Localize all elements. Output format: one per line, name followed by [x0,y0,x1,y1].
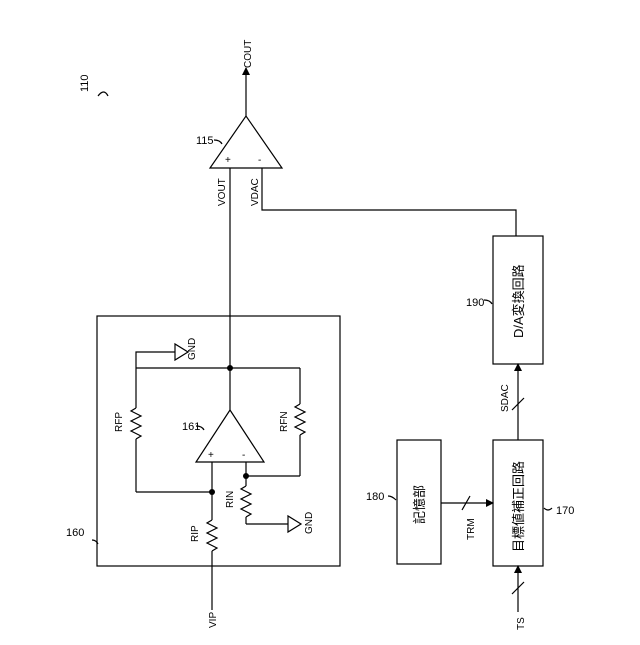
amp-161-symbol [196,410,264,462]
amp-plus-sign: + [208,450,214,461]
label-rfn: RFN [279,411,290,432]
ref-160: 160 [66,527,84,539]
ref-161: 161 [182,421,200,433]
ref-115: 115 [196,135,214,147]
label-trm: TRM [466,518,477,540]
label-rip: RIP [190,525,201,542]
label-gnd-bottom: GND [304,512,315,534]
label-vdac: VDAC [250,178,261,206]
correction-block-label: 目標値補正回路 [511,461,526,552]
ref-170: 170 [556,505,574,517]
vdac-wire [262,168,516,236]
node-minus-161 [243,473,249,479]
resistor-rfn [295,404,305,435]
memory-block-label: 記憶部 [412,485,427,524]
label-rfp: RFP [114,412,125,432]
label-sdac: SDAC [500,384,511,412]
ref-110: 110 [79,74,91,92]
label-vip: VIP [208,612,219,628]
resistor-rin [241,486,251,517]
leader-110 [98,92,108,96]
buffer-minus-sign: - [258,155,261,166]
node-output-161 [227,365,233,371]
node-plus-161 [209,489,215,495]
label-ts: TS [516,617,527,630]
ref-190: 190 [466,297,484,309]
buffer-plus-sign: + [225,155,231,166]
ref-180: 180 [366,491,384,503]
label-gnd-top: GND [187,338,198,360]
label-cout: COUT [243,40,254,68]
resistor-rfp [131,408,141,439]
leader-115 [214,140,222,144]
leader-180 [388,496,396,500]
leader-190 [484,300,492,304]
gnd-bottom-symbol [288,516,301,532]
label-rin: RIN [225,491,236,508]
amp-minus-sign: - [242,450,245,461]
label-vout: VOUT [217,178,228,206]
resistor-rip [207,520,217,551]
leader-170 [544,508,552,510]
dac-block-label: D/A変換回路 [511,264,526,338]
